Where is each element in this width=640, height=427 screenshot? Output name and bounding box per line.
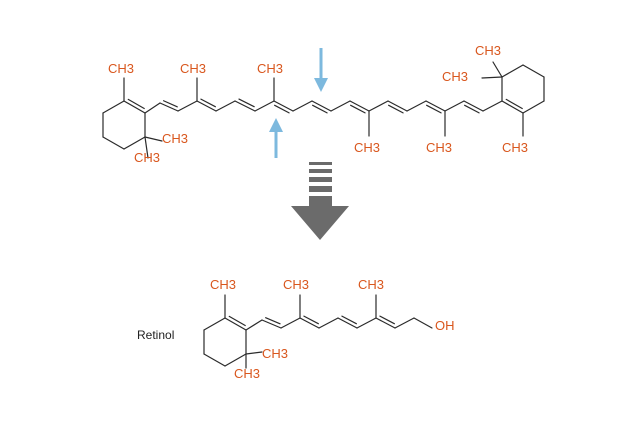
bond (144, 136, 163, 142)
bond (394, 317, 415, 329)
bond (274, 104, 290, 114)
bond (388, 104, 404, 114)
bond (501, 100, 524, 114)
bond (273, 100, 294, 112)
bond (522, 100, 545, 114)
bond (337, 317, 358, 329)
bond (464, 104, 480, 114)
methyl-label: CH3 (162, 131, 188, 146)
bond (444, 100, 465, 112)
hydroxyl-label: OH (435, 318, 455, 333)
cleavage-arrow-up-icon (269, 118, 283, 158)
bond (144, 102, 161, 114)
bond (426, 104, 442, 114)
bond (368, 100, 389, 112)
cleavage-arrow-down-icon (314, 48, 328, 92)
bond (224, 317, 247, 331)
methyl-label: CH3 (108, 61, 134, 76)
bond (102, 136, 125, 150)
bond (203, 317, 226, 331)
bond (482, 100, 503, 112)
bond (245, 319, 263, 331)
methyl-label: CH3 (475, 43, 501, 58)
bond (481, 76, 503, 79)
methyl-label: CH3 (257, 61, 283, 76)
bond (200, 98, 216, 108)
bond (356, 317, 377, 329)
bond (127, 98, 145, 110)
beta-carotene-bonds (102, 61, 545, 159)
bond (505, 98, 523, 110)
bond (224, 353, 247, 367)
bond (177, 100, 198, 112)
methyl-label: CH3 (262, 346, 288, 361)
bond (203, 353, 226, 367)
bond (245, 351, 263, 355)
bond (102, 100, 125, 114)
bond (406, 100, 427, 112)
methyl-label: CH3 (426, 140, 452, 155)
methyl-label: CH3 (180, 61, 206, 76)
bond (254, 100, 275, 112)
methyl-label: CH3 (210, 277, 236, 292)
methyl-label: CH3 (502, 140, 528, 155)
bond (522, 64, 545, 78)
bond (379, 315, 395, 325)
bond (144, 136, 149, 159)
methyl-label: CH3 (134, 150, 160, 165)
conversion-arrow-icon (291, 162, 349, 240)
bond (162, 100, 178, 108)
bond (501, 64, 524, 78)
bond (492, 61, 503, 78)
bond (234, 100, 256, 112)
bond (280, 317, 301, 329)
bond (413, 317, 433, 329)
bond (349, 100, 370, 112)
methyl-label: CH3 (234, 366, 260, 381)
bond (318, 317, 339, 329)
bond (299, 317, 320, 329)
bond (425, 100, 446, 112)
bond (238, 98, 255, 108)
bond (228, 315, 246, 327)
bond (330, 100, 351, 112)
bond (196, 100, 217, 112)
bond (123, 100, 146, 114)
bond (311, 100, 332, 112)
bond (303, 315, 319, 325)
bond (292, 100, 313, 112)
bond (159, 102, 179, 112)
methyl-label: CH3 (442, 69, 468, 84)
bond (463, 100, 484, 112)
methyl-label: CH3 (354, 140, 380, 155)
bond (265, 317, 281, 325)
methyl-label: CH3 (358, 277, 384, 292)
bond (350, 104, 366, 114)
bond (375, 317, 396, 329)
bond (387, 100, 408, 112)
bond (341, 315, 357, 325)
methyl-label: CH3 (283, 277, 309, 292)
bond (261, 319, 282, 329)
bond (312, 104, 328, 114)
retinol-bonds (203, 294, 433, 369)
molecule-name: Retinol (137, 328, 174, 342)
bond (215, 100, 236, 112)
bond (123, 136, 146, 150)
